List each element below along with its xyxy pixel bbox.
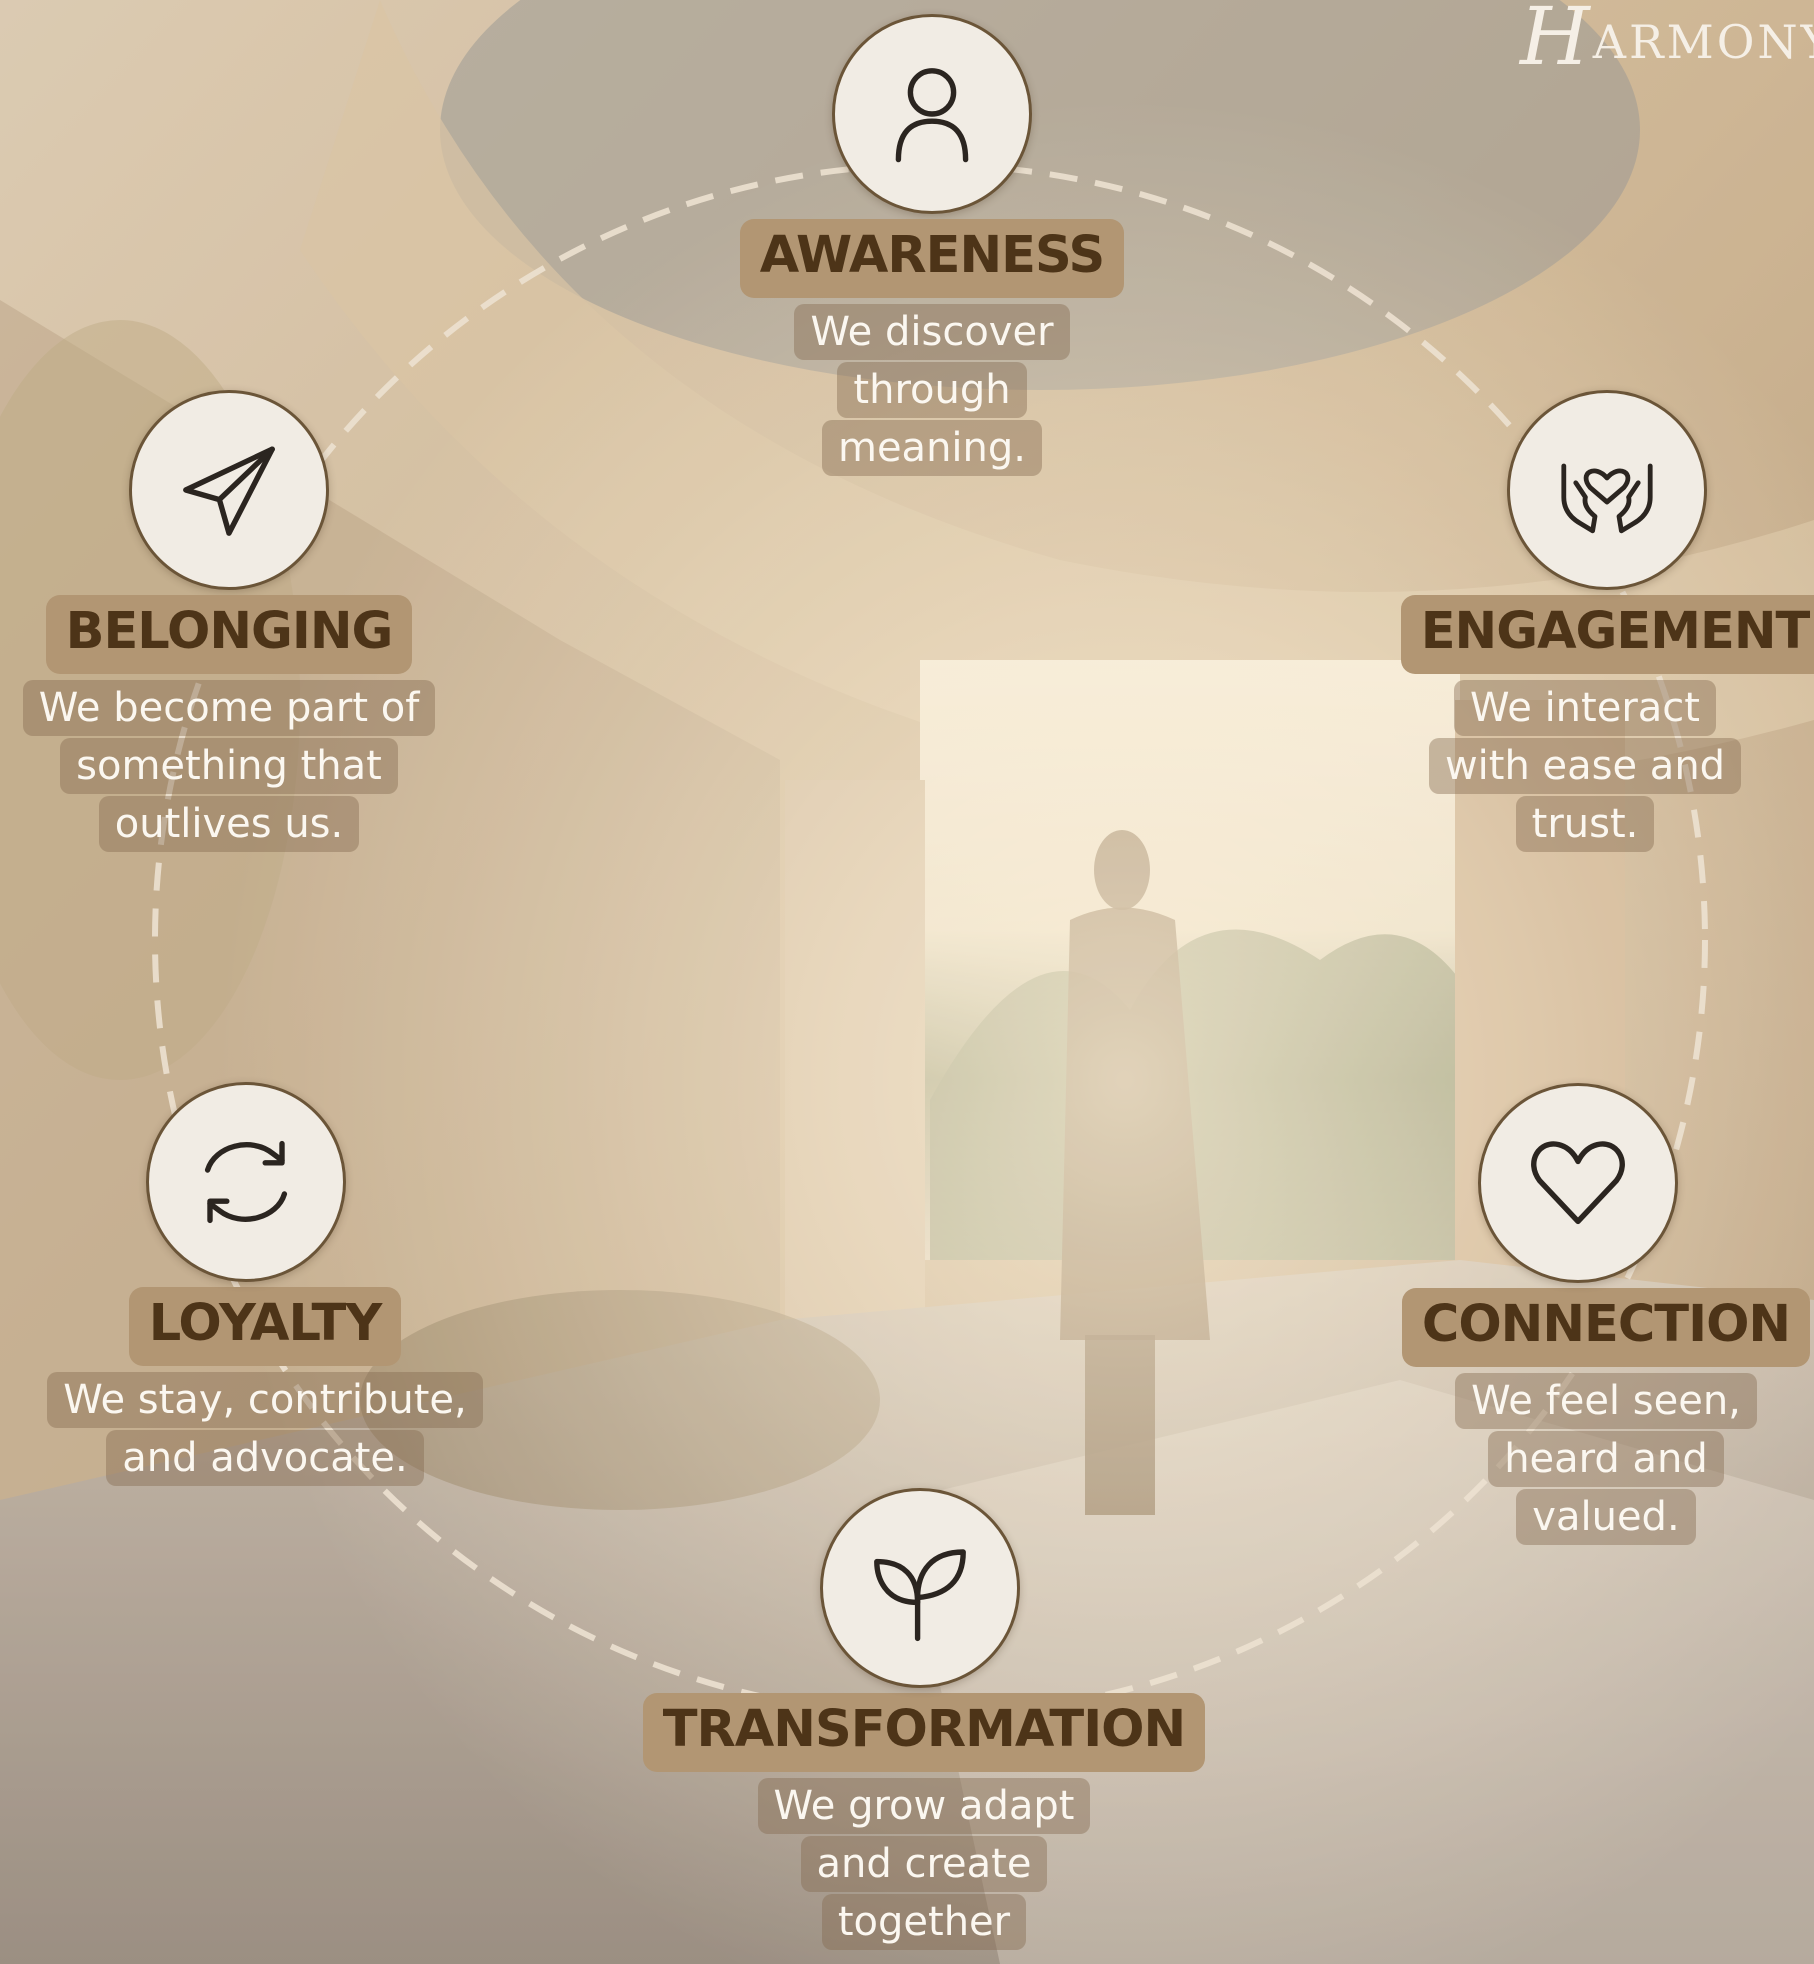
brand-logo: HARMONY (1520, 0, 1814, 83)
connection-description-line-3: valued. (1516, 1488, 1696, 1545)
sprout-icon (874, 1549, 966, 1642)
belonging-title: BELONGING (45, 595, 413, 674)
engagement-description-line-2: with ease and (1428, 737, 1742, 794)
transformation-description-line-2: and create (800, 1835, 1048, 1892)
loyalty-description-line-1: We stay, contribute, (47, 1371, 483, 1428)
heart-icon (1531, 1141, 1625, 1225)
awareness-description-line-3: meaning. (821, 419, 1042, 476)
stage-awareness: AWARENESS We discover through meaning. (632, 14, 1232, 476)
engagement-icon-circle (1507, 390, 1707, 590)
awareness-description-line-2: through (837, 361, 1027, 418)
transformation-title: TRANSFORMATION (642, 1693, 1206, 1772)
connection-description-line-1: We feel seen, (1455, 1372, 1757, 1429)
connection-icon-circle (1478, 1083, 1678, 1283)
connection-title: CONNECTION (1401, 1288, 1811, 1367)
engagement-description: We interact with ease and trust. (1428, 678, 1742, 852)
refresh-cycle-icon (204, 1140, 288, 1224)
paper-plane-icon (183, 446, 275, 536)
transformation-description-line-3: together (821, 1893, 1027, 1950)
loyalty-description-line-2: and advocate. (106, 1429, 424, 1486)
belonging-description-line-2: something that (60, 737, 398, 794)
stage-connection: CONNECTION We feel seen, heard and value… (1384, 1083, 1814, 1545)
transformation-description-line-1: We grow adapt (757, 1777, 1091, 1834)
awareness-title: AWARENESS (739, 219, 1125, 298)
transformation-icon-circle (820, 1488, 1020, 1688)
engagement-title: ENGAGEMENT (1400, 595, 1814, 674)
loyalty-title: LOYALTY (128, 1287, 402, 1366)
awareness-description: We discover through meaning. (794, 302, 1070, 476)
engagement-description-line-3: trust. (1515, 795, 1655, 852)
transformation-description: We grow adapt and create together (757, 1776, 1091, 1950)
stage-belonging: BELONGING We become part of something th… (0, 390, 458, 852)
awareness-description-line-1: We discover (794, 303, 1070, 360)
belonging-icon-circle (129, 390, 329, 590)
stage-loyalty: LOYALTY We stay, contribute, and advocat… (30, 1082, 500, 1486)
awareness-icon-circle (832, 14, 1032, 214)
connection-description-line-2: heard and (1488, 1430, 1724, 1487)
engagement-description-line-1: We interact (1454, 679, 1716, 736)
loyalty-description: We stay, contribute, and advocate. (47, 1370, 483, 1486)
stage-transformation: TRANSFORMATION We grow adapt and create … (624, 1488, 1224, 1950)
belonging-description: We become part of something that outlive… (22, 678, 436, 852)
belonging-description-line-1: We become part of (22, 679, 436, 736)
person-icon (895, 68, 969, 163)
belonging-description-line-3: outlives us. (98, 795, 360, 852)
stage-engagement: ENGAGEMENT We interact with ease and tru… (1385, 390, 1814, 852)
loyalty-icon-circle (146, 1082, 346, 1282)
connection-description: We feel seen, heard and valued. (1455, 1371, 1757, 1545)
hands-heart-icon (1561, 463, 1653, 534)
